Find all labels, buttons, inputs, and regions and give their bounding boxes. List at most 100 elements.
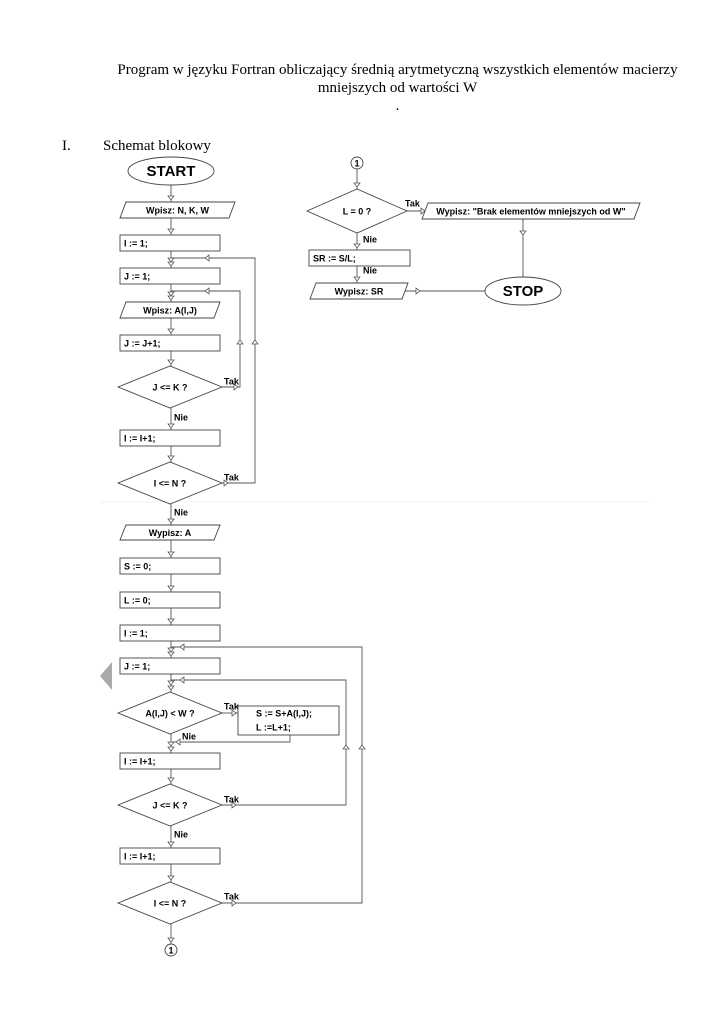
- d5-label: I <= N ?: [154, 898, 187, 908]
- p4-label: I := I+1;: [124, 433, 156, 443]
- d1-decision: [116, 365, 224, 409]
- d2-label: I <= N ?: [154, 478, 187, 488]
- arrowhead-icon: [223, 479, 229, 487]
- arrowhead-icon: [251, 339, 259, 345]
- document-title-line-3: .: [395, 98, 400, 114]
- arrowhead-icon: [167, 680, 175, 686]
- p3-label: J := J+1;: [124, 338, 161, 348]
- p5-label: S := 0;: [124, 561, 151, 571]
- arrowhead-icon: [167, 518, 175, 524]
- d5-decision: [116, 881, 224, 925]
- connector-line: [171, 257, 256, 484]
- p8-label: J := 1;: [124, 661, 150, 671]
- out1-io-box: [119, 524, 221, 541]
- arrowhead-icon: [179, 643, 185, 651]
- d3-label: A(I,J) < W ?: [145, 708, 194, 718]
- section-number: I.: [62, 138, 71, 154]
- arrowhead-icon: [167, 937, 175, 943]
- arrowhead-icon: [167, 741, 175, 747]
- arrowhead-icon: [167, 875, 175, 881]
- c2-connector: [350, 156, 364, 170]
- arrowhead-icon: [167, 359, 175, 365]
- in1-label: Wpisz: N, K, W: [146, 205, 209, 215]
- arrowhead-icon: [167, 291, 175, 297]
- arrowhead-icon: [231, 709, 237, 717]
- edge-label-yes: Tak: [405, 198, 421, 208]
- arrowhead-icon: [167, 195, 175, 201]
- edge-label-yes: Tak: [224, 794, 240, 804]
- edge-label-no: Nie: [174, 412, 188, 422]
- connector-line: [171, 646, 363, 904]
- start-label: START: [147, 163, 196, 180]
- arrowhead-icon: [420, 207, 426, 215]
- p10-label: I := I+1;: [124, 756, 156, 766]
- arrowhead-icon: [342, 744, 350, 750]
- connector-line: [171, 735, 291, 743]
- p2-label: J := 1;: [124, 271, 150, 281]
- arrowhead-icon: [167, 551, 175, 557]
- d6-label: L = 0 ?: [343, 206, 372, 216]
- out2-label: Wypisz: "Brak elementów mniejszych od W": [436, 206, 625, 216]
- p9-process-box: [237, 705, 340, 736]
- page-edge-marker: [100, 662, 112, 690]
- arrowhead-icon: [353, 182, 361, 188]
- d1-label: J <= K ?: [152, 382, 187, 392]
- arrowhead-icon: [167, 228, 175, 234]
- arrowhead-icon: [167, 455, 175, 461]
- arrowhead-icon: [179, 676, 185, 684]
- arrowhead-icon: [233, 383, 239, 391]
- p8-process-box: [119, 657, 221, 675]
- arrowhead-icon: [236, 339, 244, 345]
- edge-label-no: Nie: [174, 829, 188, 839]
- edge-label-yes: Tak: [224, 891, 240, 901]
- section-title: Schemat blokowy: [103, 138, 211, 154]
- stop-label: STOP: [503, 283, 544, 300]
- in1-io-box: [119, 201, 236, 219]
- edge-label-yes: Tak: [224, 472, 240, 482]
- d4-decision: [116, 783, 224, 827]
- d3-decision: [116, 691, 224, 735]
- arrowhead-icon: [167, 328, 175, 334]
- edge-label-yes: Tak: [224, 376, 240, 386]
- p1-process-box: [119, 234, 221, 252]
- arrowhead-icon: [167, 257, 175, 263]
- out3-label: Wypisz: SR: [335, 286, 384, 296]
- arrowhead-icon: [167, 685, 175, 691]
- p4-process-box: [119, 429, 221, 447]
- in2-io-box: [119, 301, 221, 319]
- arrowhead-icon: [167, 423, 175, 429]
- d6-decision: [305, 188, 409, 234]
- arrowhead-icon: [358, 744, 366, 750]
- arrowhead-icon: [231, 801, 237, 809]
- arrowhead-icon: [167, 585, 175, 591]
- arrowhead-icon: [204, 287, 210, 295]
- p3-process-box: [119, 334, 221, 352]
- c2-label: 1: [354, 158, 359, 168]
- p7-process-box: [119, 624, 221, 642]
- arrowhead-icon: [415, 287, 421, 295]
- p6-process-box: [119, 591, 221, 609]
- arrowhead-icon: [231, 899, 237, 907]
- p11-process-box: [119, 847, 221, 865]
- c1-connector: [164, 943, 178, 957]
- out1-label: Wypisz: A: [149, 528, 192, 538]
- arrowhead-icon: [353, 243, 361, 249]
- p9-label: S := S+A(I,J);: [256, 708, 312, 718]
- connector-line: [171, 679, 347, 806]
- document-title-line-1: Program w języku Fortran obliczający śre…: [117, 62, 678, 78]
- c1-label: 1: [168, 945, 173, 955]
- out3-io-box: [309, 282, 409, 300]
- edge-label-no: Nie: [363, 234, 377, 244]
- p5-process-box: [119, 557, 221, 575]
- arrowhead-icon: [167, 841, 175, 847]
- arrowhead-icon: [167, 647, 175, 653]
- arrowhead-icon: [204, 254, 210, 262]
- arrowhead-icon: [519, 230, 527, 236]
- edge-label-no: Nie: [174, 507, 188, 517]
- edge-label-yes: Tak: [224, 701, 240, 711]
- arrowhead-icon: [353, 276, 361, 282]
- p1-label: I := 1;: [124, 238, 148, 248]
- d4-label: J <= K ?: [152, 800, 187, 810]
- p2-process-box: [119, 267, 221, 285]
